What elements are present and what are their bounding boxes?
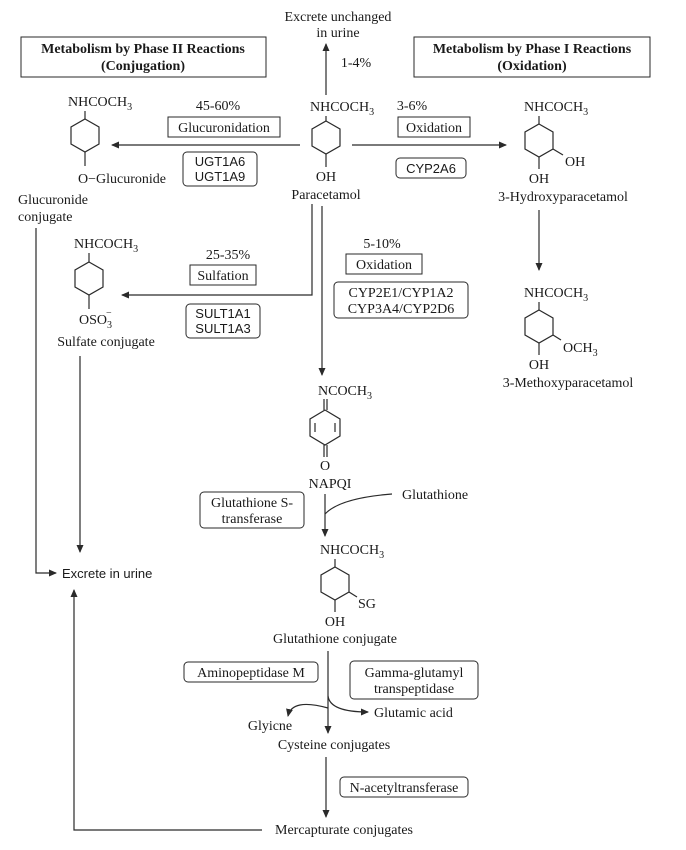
- sulfate-name: Sulfate conjugate: [57, 335, 155, 350]
- unchanged-percent: 1-4%: [341, 56, 372, 71]
- gst-line1: Glutathione S-: [211, 496, 293, 511]
- napqi-structure: NCOCH3 O NAPQI: [309, 384, 372, 492]
- napqi-substituent-top: NCOCH3: [318, 384, 372, 402]
- cysteine-conjugates-name: Cysteine conjugates: [278, 738, 390, 753]
- phase1-header-line1: Metabolism by Phase I Reactions: [433, 42, 632, 57]
- phase2-header-line2: (Conjugation): [101, 59, 185, 74]
- sult-enzyme-box: SULT1A1 SULT1A3: [185, 303, 261, 339]
- methoxy-substituent-top: NHCOCH3: [524, 286, 588, 304]
- paracetamol-oh: OH: [316, 170, 336, 185]
- glutamic-acid-curve: [327, 695, 369, 716]
- glycine-label: Glyicne: [248, 719, 292, 734]
- glucuronide-name-line2: conjugate: [18, 210, 72, 225]
- excrete-unchanged-label-line1: Excrete unchanged: [285, 10, 392, 25]
- nat-label: N-acetyltransferase: [350, 781, 459, 796]
- methoxyparacetamol-name: 3-Methoxyparacetamol: [503, 376, 634, 391]
- mercapturate-name: Mercapturate conjugates: [275, 823, 413, 838]
- aminopeptidase-box: Aminopeptidase M: [183, 661, 319, 683]
- sulfate-oso3: OSO3−: [79, 308, 112, 331]
- ugt-enzyme-box: UGT1A6 UGT1A9: [182, 151, 258, 187]
- aminopeptidase-label: Aminopeptidase M: [197, 666, 305, 681]
- ugt1a6-label: UGT1A6: [195, 154, 246, 169]
- cyp2a6-enzyme-box: CYP2A6: [395, 157, 467, 179]
- ggt-box: Gamma-glutamyl transpeptidase: [349, 660, 479, 700]
- napqi-oxygen: O: [320, 459, 330, 474]
- glucuronidation-label-box: Glucuronidation: [167, 116, 281, 138]
- glutamic-acid-label: Glutamic acid: [374, 706, 453, 721]
- glutathione-cofactor: Glutathione: [402, 488, 468, 503]
- glucuronide-substituent-top: NHCOCH3: [68, 95, 132, 113]
- gsh-substituent-top: NHCOCH3: [320, 543, 384, 561]
- hydroxy-substituent-top: NHCOCH3: [524, 100, 588, 118]
- phase1-header: Metabolism by Phase I Reactions (Oxidati…: [413, 36, 651, 78]
- paracetamol-substituent-top: NHCOCH3: [310, 100, 374, 118]
- cyp2a6-label: CYP2A6: [406, 161, 456, 176]
- sulfate-substituent-top: NHCOCH3: [74, 237, 138, 255]
- hydroxy-oh-bottom: OH: [529, 172, 549, 187]
- oxidation-minor-percent: 3-6%: [397, 99, 428, 114]
- ggt-line2: transpeptidase: [374, 682, 454, 697]
- glucuronide-substituent-bottom: O−Glucuronide: [78, 172, 166, 187]
- sulfation-percent: 25-35%: [206, 248, 251, 263]
- hydroxy-oh-side: OH: [565, 155, 585, 170]
- glutathione-input-curve: [324, 493, 393, 515]
- glucuronide-name-line1: Glucuronide: [18, 193, 88, 208]
- napqi-name: NAPQI: [309, 477, 352, 492]
- methoxy-och3: OCH3: [563, 341, 598, 359]
- sulfation-label-box: Sulfation: [189, 264, 257, 286]
- oxidation-major-percent: 5-10%: [363, 237, 401, 252]
- gsh-sg: SG: [358, 597, 376, 612]
- glucuronidation-label: Glucuronidation: [178, 121, 270, 136]
- glutathione-conjugate-name: Glutathione conjugate: [273, 632, 397, 647]
- gst-enzyme-box: Glutathione S- transferase: [199, 491, 305, 529]
- glutathione-conjugate-structure: NHCOCH3 SG OH Glutathione conjugate: [273, 543, 397, 647]
- excrete-unchanged-label-line2: in urine: [316, 26, 359, 41]
- glycine-curve: [286, 703, 329, 717]
- methoxy-oh: OH: [529, 358, 549, 373]
- excrete-urine-label: Excrete in urine: [62, 566, 152, 581]
- mercapturate-to-urine-arrow: [70, 589, 262, 831]
- hydroxyparacetamol-name: 3-Hydroxyparacetamol: [498, 190, 628, 205]
- paracetamol-structure: NHCOCH3 OH Paracetamol: [291, 100, 374, 203]
- methoxyparacetamol-structure: NHCOCH3 OCH3 OH 3-Methoxyparacetamol: [503, 286, 634, 391]
- sulfation-arrow: [121, 204, 313, 299]
- cyp-major-line2: CYP3A4/CYP2D6: [348, 302, 455, 317]
- cyp-major-line1: CYP2E1/CYP1A2: [348, 286, 453, 301]
- oxidation-minor-label-box: Oxidation: [397, 116, 471, 138]
- gsh-oh: OH: [325, 615, 345, 630]
- glucuronidation-percent: 45-60%: [196, 99, 241, 114]
- ugt1a9-label: UGT1A9: [195, 169, 246, 184]
- sult1a1-label: SULT1A1: [195, 306, 250, 321]
- sulfate-structure: NHCOCH3 OSO3− Sulfate conjugate: [57, 237, 155, 350]
- hydroxyparacetamol-structure: NHCOCH3 OH OH 3-Hydroxyparacetamol: [498, 100, 628, 205]
- ggt-line1: Gamma-glutamyl: [365, 666, 464, 681]
- sult1a3-label: SULT1A3: [195, 321, 250, 336]
- cyp-major-enzyme-box: CYP2E1/CYP1A2 CYP3A4/CYP2D6: [333, 281, 469, 319]
- gst-line2: transferase: [222, 512, 283, 527]
- glucuronide-structure: NHCOCH3 O−Glucuronide Glucuronide conjug…: [18, 95, 166, 225]
- oxidation-minor-label: Oxidation: [406, 121, 462, 136]
- nat-box: N-acetyltransferase: [339, 776, 469, 798]
- phase2-header: Metabolism by Phase II Reactions (Conjug…: [20, 36, 267, 78]
- paracetamol-name: Paracetamol: [291, 188, 360, 203]
- glucuronide-to-urine-arrow: [35, 228, 57, 577]
- phase2-header-line1: Metabolism by Phase II Reactions: [41, 42, 245, 57]
- sulfation-label: Sulfation: [197, 269, 248, 284]
- oxidation-major-label-box: Oxidation: [345, 253, 423, 275]
- phase1-header-line2: (Oxidation): [497, 59, 567, 74]
- oxidation-major-label: Oxidation: [356, 258, 412, 273]
